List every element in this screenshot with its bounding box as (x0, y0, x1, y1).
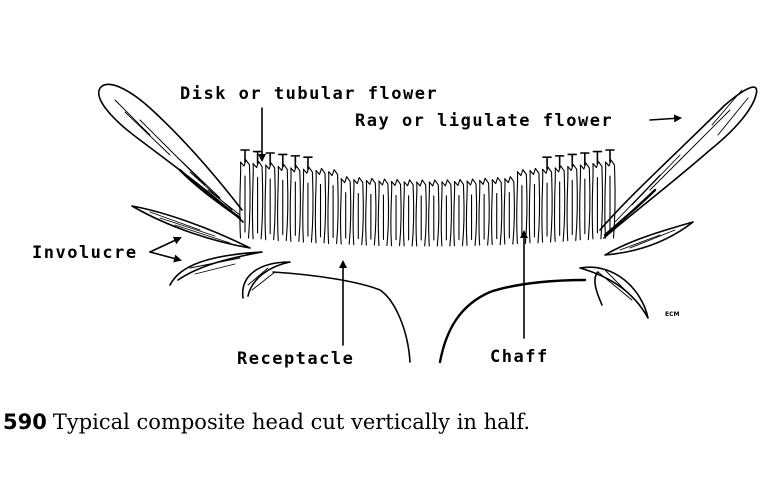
disk-floret (314, 167, 327, 244)
floret-stigma (277, 153, 288, 168)
disk-floret (440, 179, 453, 247)
floret-stigma (605, 149, 615, 163)
disk-floret (516, 169, 528, 245)
label-ray-flower: Ray or ligulate flower (355, 111, 613, 131)
floret-stigma (580, 152, 590, 166)
disk-floret (604, 159, 616, 239)
involucre-pointer-lower (149, 251, 182, 263)
disk-floret (478, 177, 490, 246)
right-ray-flower (599, 86, 758, 239)
ray-flower-pointer (649, 114, 682, 123)
label-receptacle: Receptacle (237, 349, 354, 369)
floret-stigma (542, 156, 552, 171)
disk-florets-row (239, 149, 616, 247)
disk-floret (352, 177, 364, 246)
label-chaff: Chaff (490, 347, 549, 367)
floret-stigma (252, 150, 263, 165)
disk-floret (591, 160, 604, 240)
receptacle (272, 271, 587, 364)
right-involucre-bracts (579, 221, 694, 319)
caption-text: Typical composite head cut vertically in… (52, 410, 531, 434)
floret-stigma (592, 150, 603, 165)
disk-floret (490, 177, 503, 246)
disk-floret (251, 160, 264, 240)
disk-floret (428, 179, 440, 247)
label-involucre: Involucre (32, 243, 138, 263)
involucre-pointer-upper (149, 236, 182, 253)
left-involucre-bracts (131, 205, 291, 299)
disk-floret (302, 166, 314, 243)
disk-floret (339, 176, 352, 245)
floret-stigma (290, 155, 301, 169)
disk-floret (402, 179, 415, 247)
disk-floret (390, 178, 402, 247)
left-ray-flower (98, 83, 244, 223)
disk-floret (365, 177, 377, 246)
label-disk-flower: Disk or tubular flower (180, 84, 438, 104)
disk-floret (528, 167, 541, 244)
artist-signature: ECM (665, 311, 680, 318)
disk-floret (579, 162, 591, 241)
disk-floret (327, 169, 339, 245)
floret-stigma (240, 149, 250, 163)
disk-floret (566, 163, 578, 242)
disk-floret (377, 178, 390, 246)
disk-floret (553, 165, 566, 242)
disk-floret (503, 176, 515, 245)
disk-floret (239, 159, 251, 239)
disk-floret (289, 165, 302, 242)
leader-lines (149, 107, 682, 346)
floret-stigma (567, 153, 578, 168)
disk-floret (415, 179, 427, 247)
disk-floret (465, 178, 478, 246)
floret-stigma (265, 152, 275, 166)
disk-floret (264, 162, 276, 241)
floret-stigma (303, 156, 313, 171)
disk-floret (277, 163, 289, 242)
figure-number: 590 (3, 410, 47, 434)
floret-stigma (554, 155, 565, 169)
disk-floret (541, 166, 553, 243)
disk-floret (453, 178, 465, 247)
